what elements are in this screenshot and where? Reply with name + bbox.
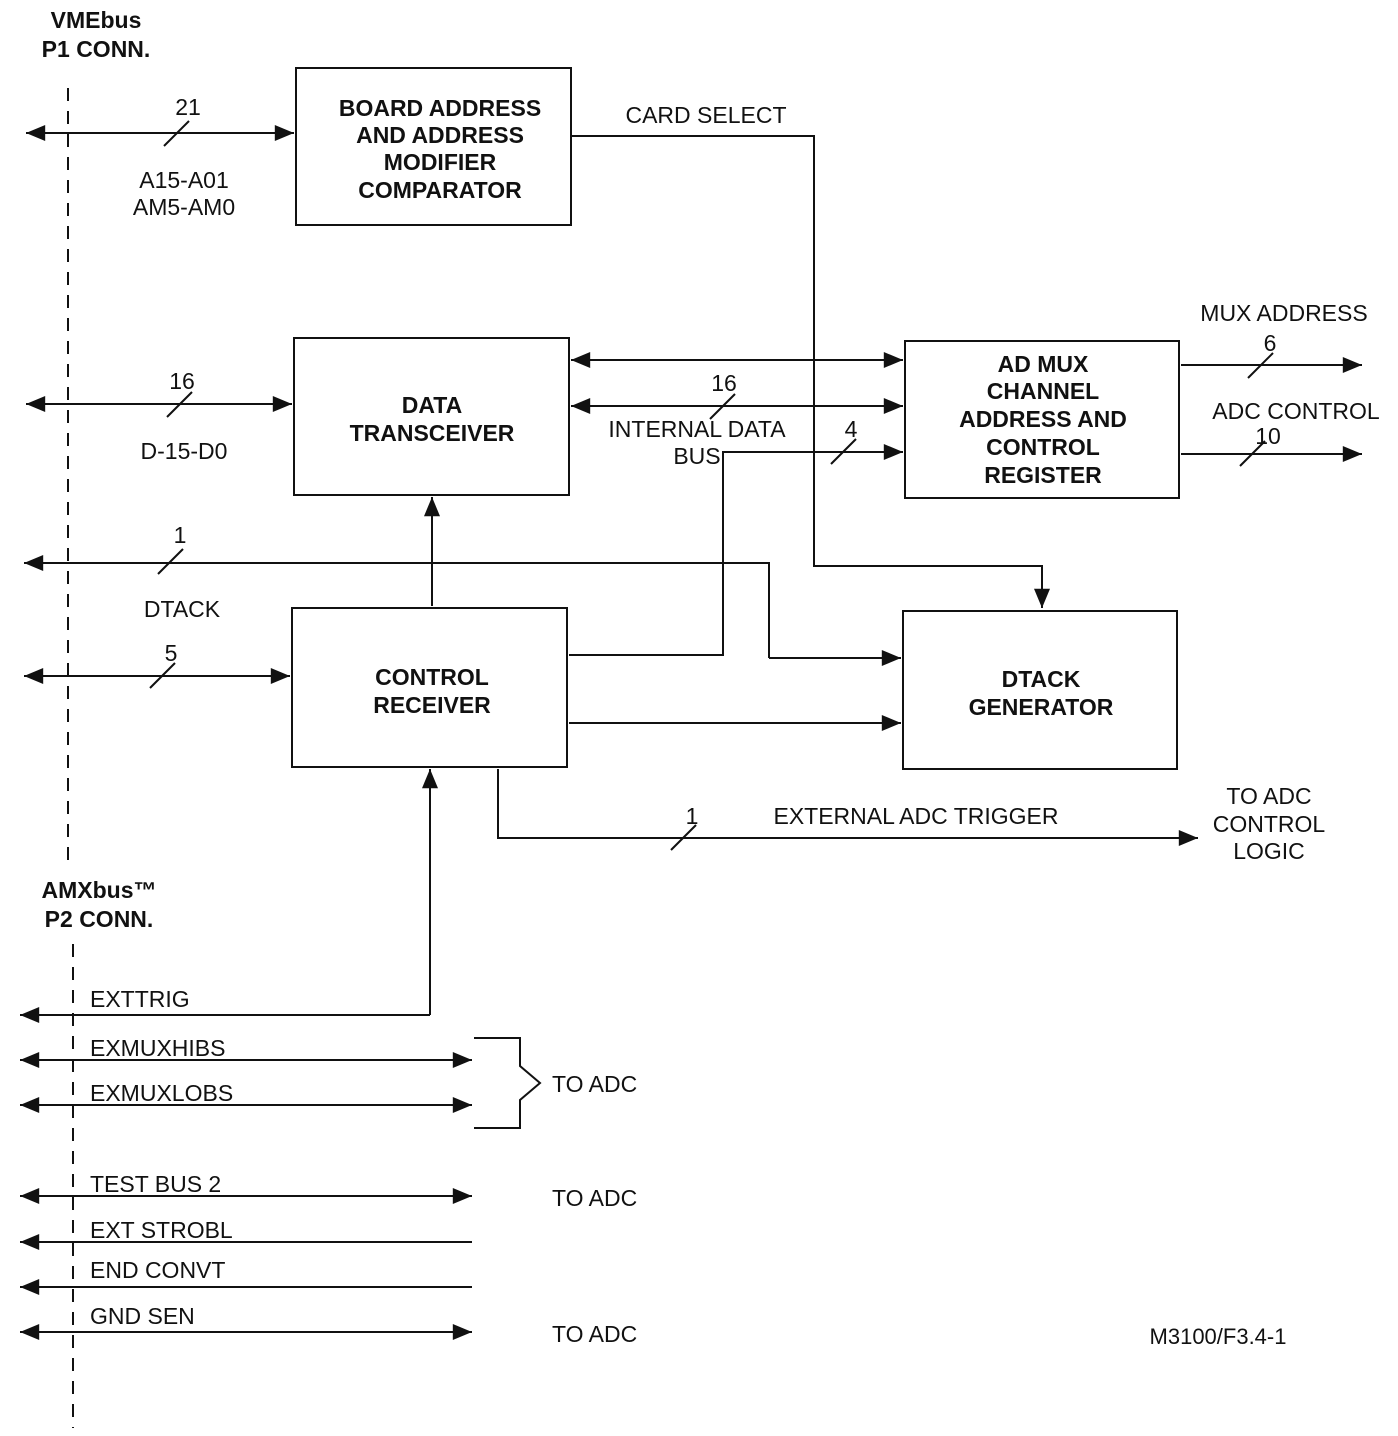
data-transceiver-block (293, 337, 570, 496)
dtack-label: DTACK (144, 596, 221, 622)
exmuxhibs-label: EXMUXHIBS (90, 1035, 225, 1061)
to-adc-logic-1: TO ADC (1226, 783, 1311, 809)
ext-strobl-label: EXT STROBL (90, 1217, 233, 1243)
figure-id: M3100/F3.4-1 (1150, 1324, 1287, 1349)
internal-width-label: 16 (711, 370, 737, 396)
adc-width-label: 10 (1255, 423, 1281, 449)
gnd-sen-label: GND SEN (90, 1303, 195, 1329)
trigger-width-label: 1 (686, 803, 699, 829)
internal-bus-slash (709, 393, 736, 420)
mux-line-5: REGISTER (984, 462, 1102, 488)
exmuxlobs-label: EXMUXLOBS (90, 1080, 233, 1106)
control-width-label: 5 (165, 640, 178, 666)
control-bus-slash (149, 662, 176, 689)
dtack-slash (157, 548, 184, 575)
mux-line-1: AD MUX (998, 351, 1089, 377)
address-label-1: A15-A01 (139, 167, 229, 193)
receiver-line-2: RECEIVER (373, 692, 491, 718)
trigger-label: EXTERNAL ADC TRIGGER (773, 803, 1058, 829)
mux-line-2: CHANNEL (987, 378, 1099, 404)
transceiver-line-2: TRANSCEIVER (350, 420, 515, 446)
p1-conn-label: P1 CONN. (42, 36, 151, 62)
mux-line-3: ADDRESS AND (959, 406, 1127, 432)
p2-conn-label: P2 CONN. (45, 906, 154, 932)
to-adc-brace (474, 1037, 542, 1129)
to-adc-label-2: TO ADC (552, 1185, 637, 1211)
dtack-width-label: 1 (174, 522, 187, 548)
test-bus-label: TEST BUS 2 (90, 1171, 221, 1197)
mux-register-block (904, 340, 1180, 499)
comparator-line-1: BOARD ADDRESS (339, 95, 541, 121)
control-to-register-line (569, 444, 903, 656)
comparator-block (295, 67, 572, 226)
address-bus-slash (163, 120, 190, 147)
receiver-line-1: CONTROL (375, 664, 489, 690)
trigger-slash (670, 824, 697, 851)
dtack-return-line (24, 555, 770, 658)
mux-width-label: 6 (1264, 330, 1277, 356)
to-adc-logic-3: LOGIC (1233, 838, 1305, 864)
to-adc-label-1: TO ADC (552, 1071, 637, 1097)
card-select-line (572, 135, 1050, 608)
mux-line-4: CONTROL (986, 434, 1100, 460)
data-label: D-15-D0 (141, 438, 228, 464)
comparator-line-2: AND ADDRESS (356, 122, 524, 148)
transceiver-line-1: DATA (402, 392, 462, 418)
amxbus-label: AMXbus™ (42, 877, 157, 903)
adc-control-label: ADC CONTROL (1212, 398, 1380, 424)
address-width-label: 21 (175, 94, 201, 120)
external-trigger-line (497, 769, 1199, 846)
data-bus-slash (166, 391, 193, 418)
comparator-line-3: MODIFIER (384, 149, 497, 175)
dtack-gen-line-1: DTACK (1002, 666, 1081, 692)
vmebus-label: VMEbus (51, 7, 142, 33)
dtack-gen-line-2: GENERATOR (969, 694, 1114, 720)
internal-bus-label-2: BUS (673, 443, 720, 469)
adc-control-slash (1239, 440, 1266, 467)
comparator-line-4: COMPARATOR (358, 177, 522, 203)
address-label-2: AM5-AM0 (133, 194, 235, 220)
mux-address-slash (1247, 352, 1274, 379)
internal-bus-label-1: INTERNAL DATA (608, 416, 786, 442)
exttrig-label: EXTTRIG (90, 986, 190, 1012)
card-select-label: CARD SELECT (625, 102, 786, 128)
ctrl-reg-width-label: 4 (845, 416, 858, 442)
dtack-generator-block (902, 610, 1178, 770)
to-adc-label-3: TO ADC (552, 1321, 637, 1347)
ctrl-reg-slash (830, 438, 857, 465)
control-receiver-block (291, 607, 568, 768)
mux-address-label: MUX ADDRESS (1200, 300, 1367, 326)
to-adc-logic-2: CONTROL (1213, 811, 1326, 837)
end-convt-label: END CONVT (90, 1257, 225, 1283)
data-width-label: 16 (169, 368, 195, 394)
